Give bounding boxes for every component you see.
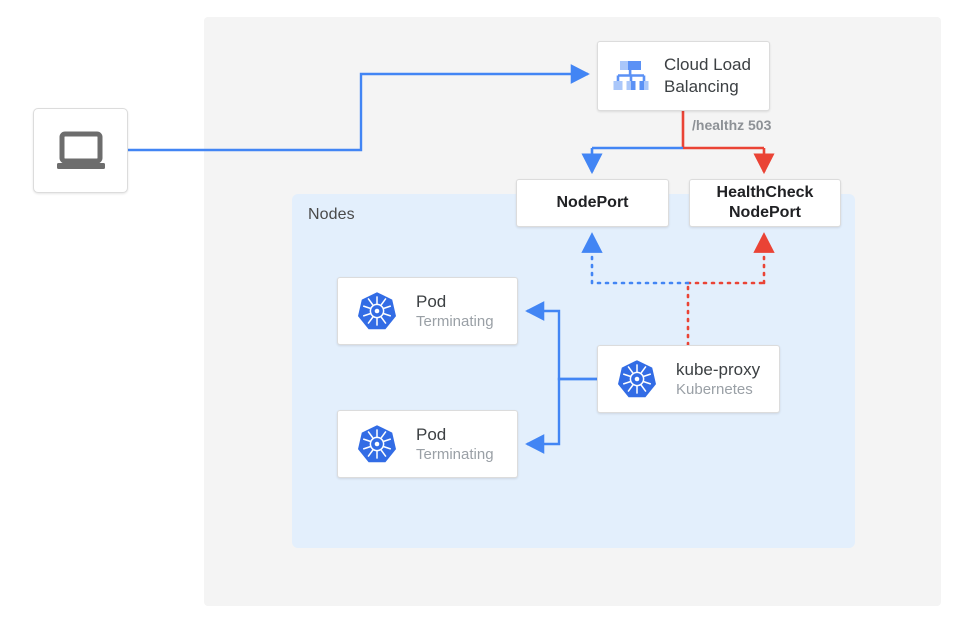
cloud-load-balancing-card[interactable]: Cloud Load Balancing [597, 41, 770, 111]
laptop-icon [54, 130, 108, 172]
cloud-load-balancing-icon [598, 56, 664, 96]
pod-2-labels: Pod Terminating [416, 424, 494, 465]
healthcheck-nodeport-label: HealthCheck NodePort [690, 183, 840, 222]
pod-2-title: Pod [416, 424, 447, 444]
nodeport-label: NodePort [556, 194, 629, 212]
kube-proxy-labels: kube-proxy Kubernetes [676, 359, 760, 400]
pod-2-status: Terminating [416, 446, 494, 464]
kube-proxy-card[interactable]: kube-proxy Kubernetes [597, 345, 780, 413]
kubernetes-icon [598, 358, 676, 400]
pod-1-labels: Pod Terminating [416, 291, 494, 332]
kube-proxy-title: kube-proxy [676, 359, 761, 379]
pod-card-2[interactable]: Pod Terminating [337, 410, 518, 478]
pod-card-1[interactable]: Pod Terminating [337, 277, 518, 345]
cloud-load-balancing-title-line1: Cloud Load [664, 55, 751, 75]
healthcheck-nodeport-label-line2: NodePort [729, 204, 801, 221]
kubernetes-icon [338, 423, 416, 465]
client-device-card[interactable] [33, 108, 128, 193]
healthz-503-label: /healthz 503 [692, 117, 772, 133]
cloud-load-balancing-labels: Cloud Load Balancing [664, 54, 751, 98]
cloud-load-balancing-title-line2: Balancing [664, 77, 739, 96]
healthcheck-nodeport-label-line1: HealthCheck [716, 184, 814, 202]
healthcheck-nodeport-card[interactable]: HealthCheck NodePort [689, 179, 841, 227]
nodeport-card[interactable]: NodePort [516, 179, 669, 227]
nodes-panel-label: Nodes [308, 206, 355, 223]
pod-1-status: Terminating [416, 313, 494, 331]
kube-proxy-subtitle: Kubernetes [676, 381, 753, 399]
pod-1-title: Pod [416, 291, 447, 311]
kubernetes-icon [338, 290, 416, 332]
